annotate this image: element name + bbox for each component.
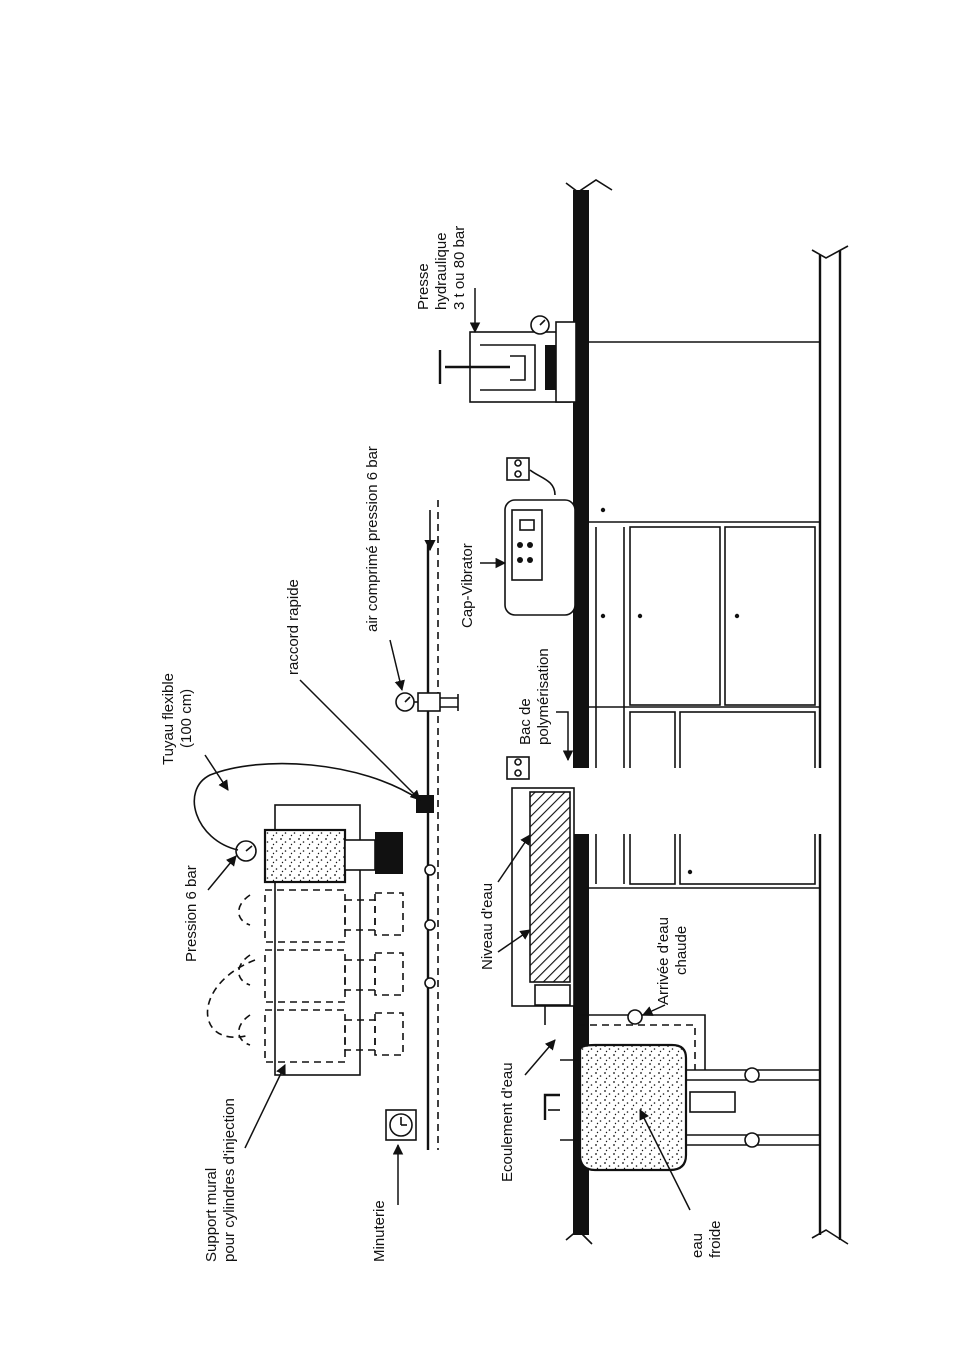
bench-top: [573, 190, 589, 1235]
label-ecoulement: Ecoulement d'eau: [499, 1062, 516, 1182]
pressure-gauge-icon: [235, 840, 257, 862]
label-air-comprime: air comprimé pression 6 bar: [364, 446, 381, 632]
pressure-gauge-icon: [395, 692, 415, 712]
leader-lines: [204, 288, 691, 1211]
label-eau-froide-1: eau: [689, 1233, 706, 1258]
clock-icon: [385, 1109, 417, 1141]
polymerisation-bath: [506, 756, 706, 1070]
label-tuyau-2: (100 cm): [178, 689, 195, 748]
injection-cylinder: [263, 828, 347, 884]
label-support-1: Support mural: [203, 1168, 220, 1262]
label-presse-1: Presse: [415, 263, 432, 310]
wall-support: [193, 762, 421, 1076]
faucet-icon: [543, 1093, 560, 1120]
label-minuterie: Minuterie: [371, 1200, 388, 1262]
bath-water: [529, 791, 571, 983]
label-support-2: pour cylindres d'injection: [221, 1098, 238, 1262]
labels: Presse hydraulique 3 t ou 80 bar air com…: [160, 226, 724, 1262]
power-outlet-icon: [506, 457, 530, 481]
label-bac-2: polymérisation: [535, 648, 552, 745]
blank-area: [548, 768, 826, 834]
power-outlet-icon: [506, 756, 530, 780]
label-bac-1: Bac de: [517, 698, 534, 745]
label-pression: Pression 6 bar: [183, 865, 200, 962]
label-tuyau-1: Tuyau flexible: [160, 673, 177, 765]
hydraulic-press: [438, 315, 577, 403]
label-eau-froide-2: froide: [707, 1220, 724, 1258]
label-niveau-eau: Niveau d'eau: [479, 883, 496, 970]
label-presse-2: hydraulique: [433, 232, 450, 310]
sink: [543, 1043, 820, 1172]
label-arrivee-2: chaude: [673, 926, 690, 975]
label-cap-vibrator: Cap-Vibrator: [459, 543, 476, 628]
workbench-structure: [548, 179, 849, 1245]
air-pipe: [395, 500, 459, 1150]
label-arrivee-1: Arrivée d'eau: [655, 917, 672, 1005]
label-raccord-rapide: raccord rapide: [285, 579, 302, 675]
cap-vibrator: [504, 457, 576, 616]
pressure-gauge-icon: [530, 315, 550, 335]
label-presse-3: 3 t ou 80 bar: [451, 226, 468, 310]
